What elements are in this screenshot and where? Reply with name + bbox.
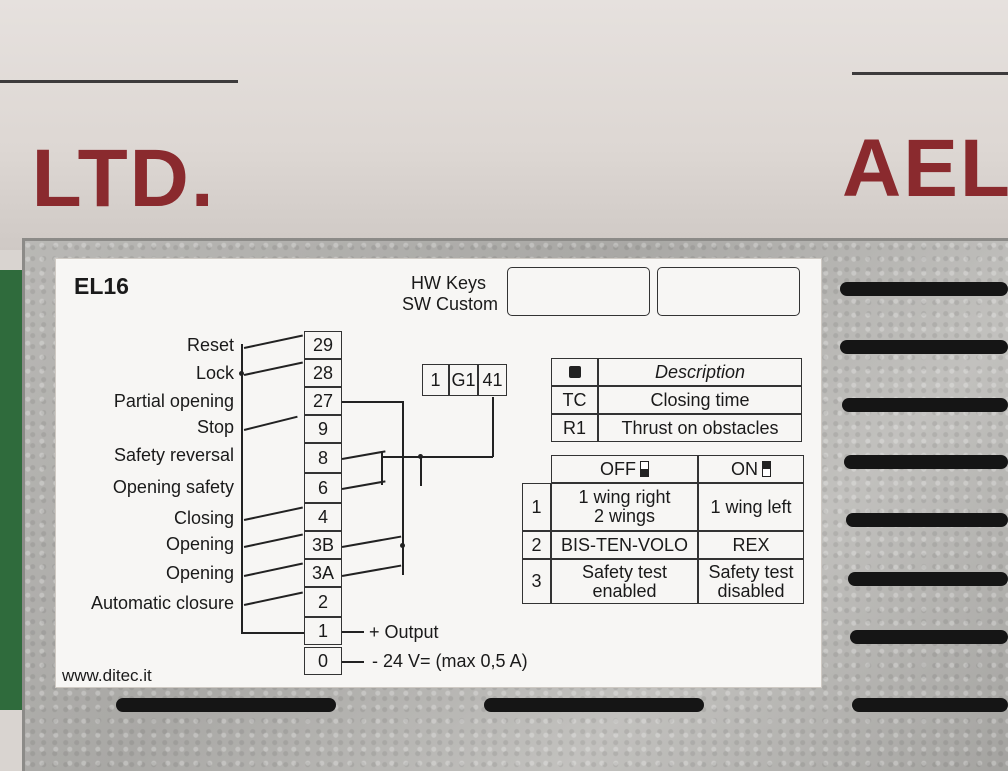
safety-wire <box>381 451 383 485</box>
output-minus-label: - 24 V= (max 0,5 A) <box>372 651 528 671</box>
output-wire <box>342 631 364 633</box>
terminal: 4 <box>304 503 342 531</box>
connector-terminal: G1 <box>449 364 478 396</box>
input-label: Closing <box>173 508 234 528</box>
safety-wire <box>492 397 494 457</box>
trimmer-description: Thrust on obstacles <box>598 414 802 442</box>
input-label: Automatic closure <box>90 593 234 613</box>
dip-on-value: 1 wing left <box>698 483 804 531</box>
wall-stripe-right <box>852 72 1008 75</box>
trimmer-code: R1 <box>551 414 598 442</box>
background-wall <box>0 0 1008 250</box>
switch-wire <box>243 591 303 606</box>
website: www.ditec.it <box>62 666 152 685</box>
trimmer-header: Description <box>598 358 802 386</box>
wall-sign-right: AEL <box>842 123 1008 214</box>
vent-slot <box>116 698 336 712</box>
connector-terminal: 41 <box>478 364 507 396</box>
input-label: Safety reversal <box>113 445 234 465</box>
vent-slot <box>484 698 704 712</box>
terminal: 27 <box>304 387 342 415</box>
sw-custom-label: SW Custom <box>401 294 498 314</box>
hw-keys-box <box>507 267 650 316</box>
input-label: Reset <box>186 335 234 355</box>
wall-sign-left: . LTD. <box>0 133 216 224</box>
switch-wire <box>243 533 303 548</box>
safety-wire <box>402 401 404 575</box>
switch-wire <box>243 506 303 521</box>
opening-wire <box>341 564 402 577</box>
input-label: Opening <box>165 563 234 583</box>
safety-wire <box>341 450 386 460</box>
dip-off-value: BIS-TEN-VOLO <box>551 531 698 559</box>
vent-slot <box>852 698 1008 712</box>
terminal: 8 <box>304 443 342 473</box>
common-wire <box>241 344 243 632</box>
trimmer-code: TC <box>551 386 598 414</box>
dip-number: 2 <box>522 531 551 559</box>
wiring-label: EL16 HW Keys SW Custom Reset Lock Partia… <box>55 258 822 688</box>
trimmer-description: Closing time <box>598 386 802 414</box>
output-wire <box>342 661 364 663</box>
input-label: Opening <box>165 534 234 554</box>
terminal: 2 <box>304 587 342 617</box>
input-label: Partial opening <box>113 391 234 411</box>
terminal: 9 <box>304 415 342 443</box>
trimmer-icon-cell <box>551 358 598 386</box>
dip-on-value: Safety test disabled <box>698 559 804 604</box>
dip-off-value: 1 wing right 2 wings <box>551 483 698 531</box>
terminal: 6 <box>304 473 342 503</box>
switch-wire <box>243 334 303 349</box>
model-name: EL16 <box>74 273 129 299</box>
terminal: 0 <box>304 647 342 675</box>
safety-wire <box>342 401 402 403</box>
hw-keys-label: HW Keys <box>410 273 486 293</box>
trimmer-icon <box>568 366 581 378</box>
terminal: 3A <box>304 559 342 587</box>
safety-wire <box>381 456 493 458</box>
switch-wire <box>243 415 298 431</box>
switch-wire <box>243 562 303 577</box>
vent-slot <box>848 572 1008 586</box>
safety-wire <box>341 480 386 490</box>
dip-number: 1 <box>522 483 551 531</box>
input-label: Stop <box>196 417 234 437</box>
dip-on-header: ON <box>698 455 804 483</box>
terminal: 28 <box>304 359 342 387</box>
input-label: Opening safety <box>112 477 234 497</box>
opening-wire <box>341 535 402 548</box>
safety-wire <box>420 456 422 486</box>
common-wire <box>241 632 304 634</box>
input-label: Lock <box>195 363 234 383</box>
vent-slot <box>840 340 1008 354</box>
terminal: 29 <box>304 331 342 359</box>
wall-stripe-left <box>0 80 238 83</box>
vent-slot <box>840 282 1008 296</box>
vent-slot <box>846 513 1008 527</box>
vent-slot <box>844 455 1008 469</box>
sw-custom-box <box>657 267 800 316</box>
terminal: 1 <box>304 617 342 645</box>
switch-on-icon <box>762 461 771 477</box>
dip-off-header: OFF <box>551 455 698 483</box>
output-plus-label: + Output <box>369 622 439 642</box>
connector-terminal: 1 <box>422 364 449 396</box>
dip-on-value: REX <box>698 531 804 559</box>
switch-wire <box>243 361 303 376</box>
junction-dot <box>239 371 244 376</box>
vent-slot <box>842 398 1008 412</box>
switch-off-icon <box>640 461 649 477</box>
dip-number: 3 <box>522 559 551 604</box>
vent-slot <box>850 630 1008 644</box>
junction-dot <box>400 543 405 548</box>
terminal: 3B <box>304 531 342 559</box>
junction-dot <box>418 454 423 459</box>
dip-off-value: Safety test enabled <box>551 559 698 604</box>
